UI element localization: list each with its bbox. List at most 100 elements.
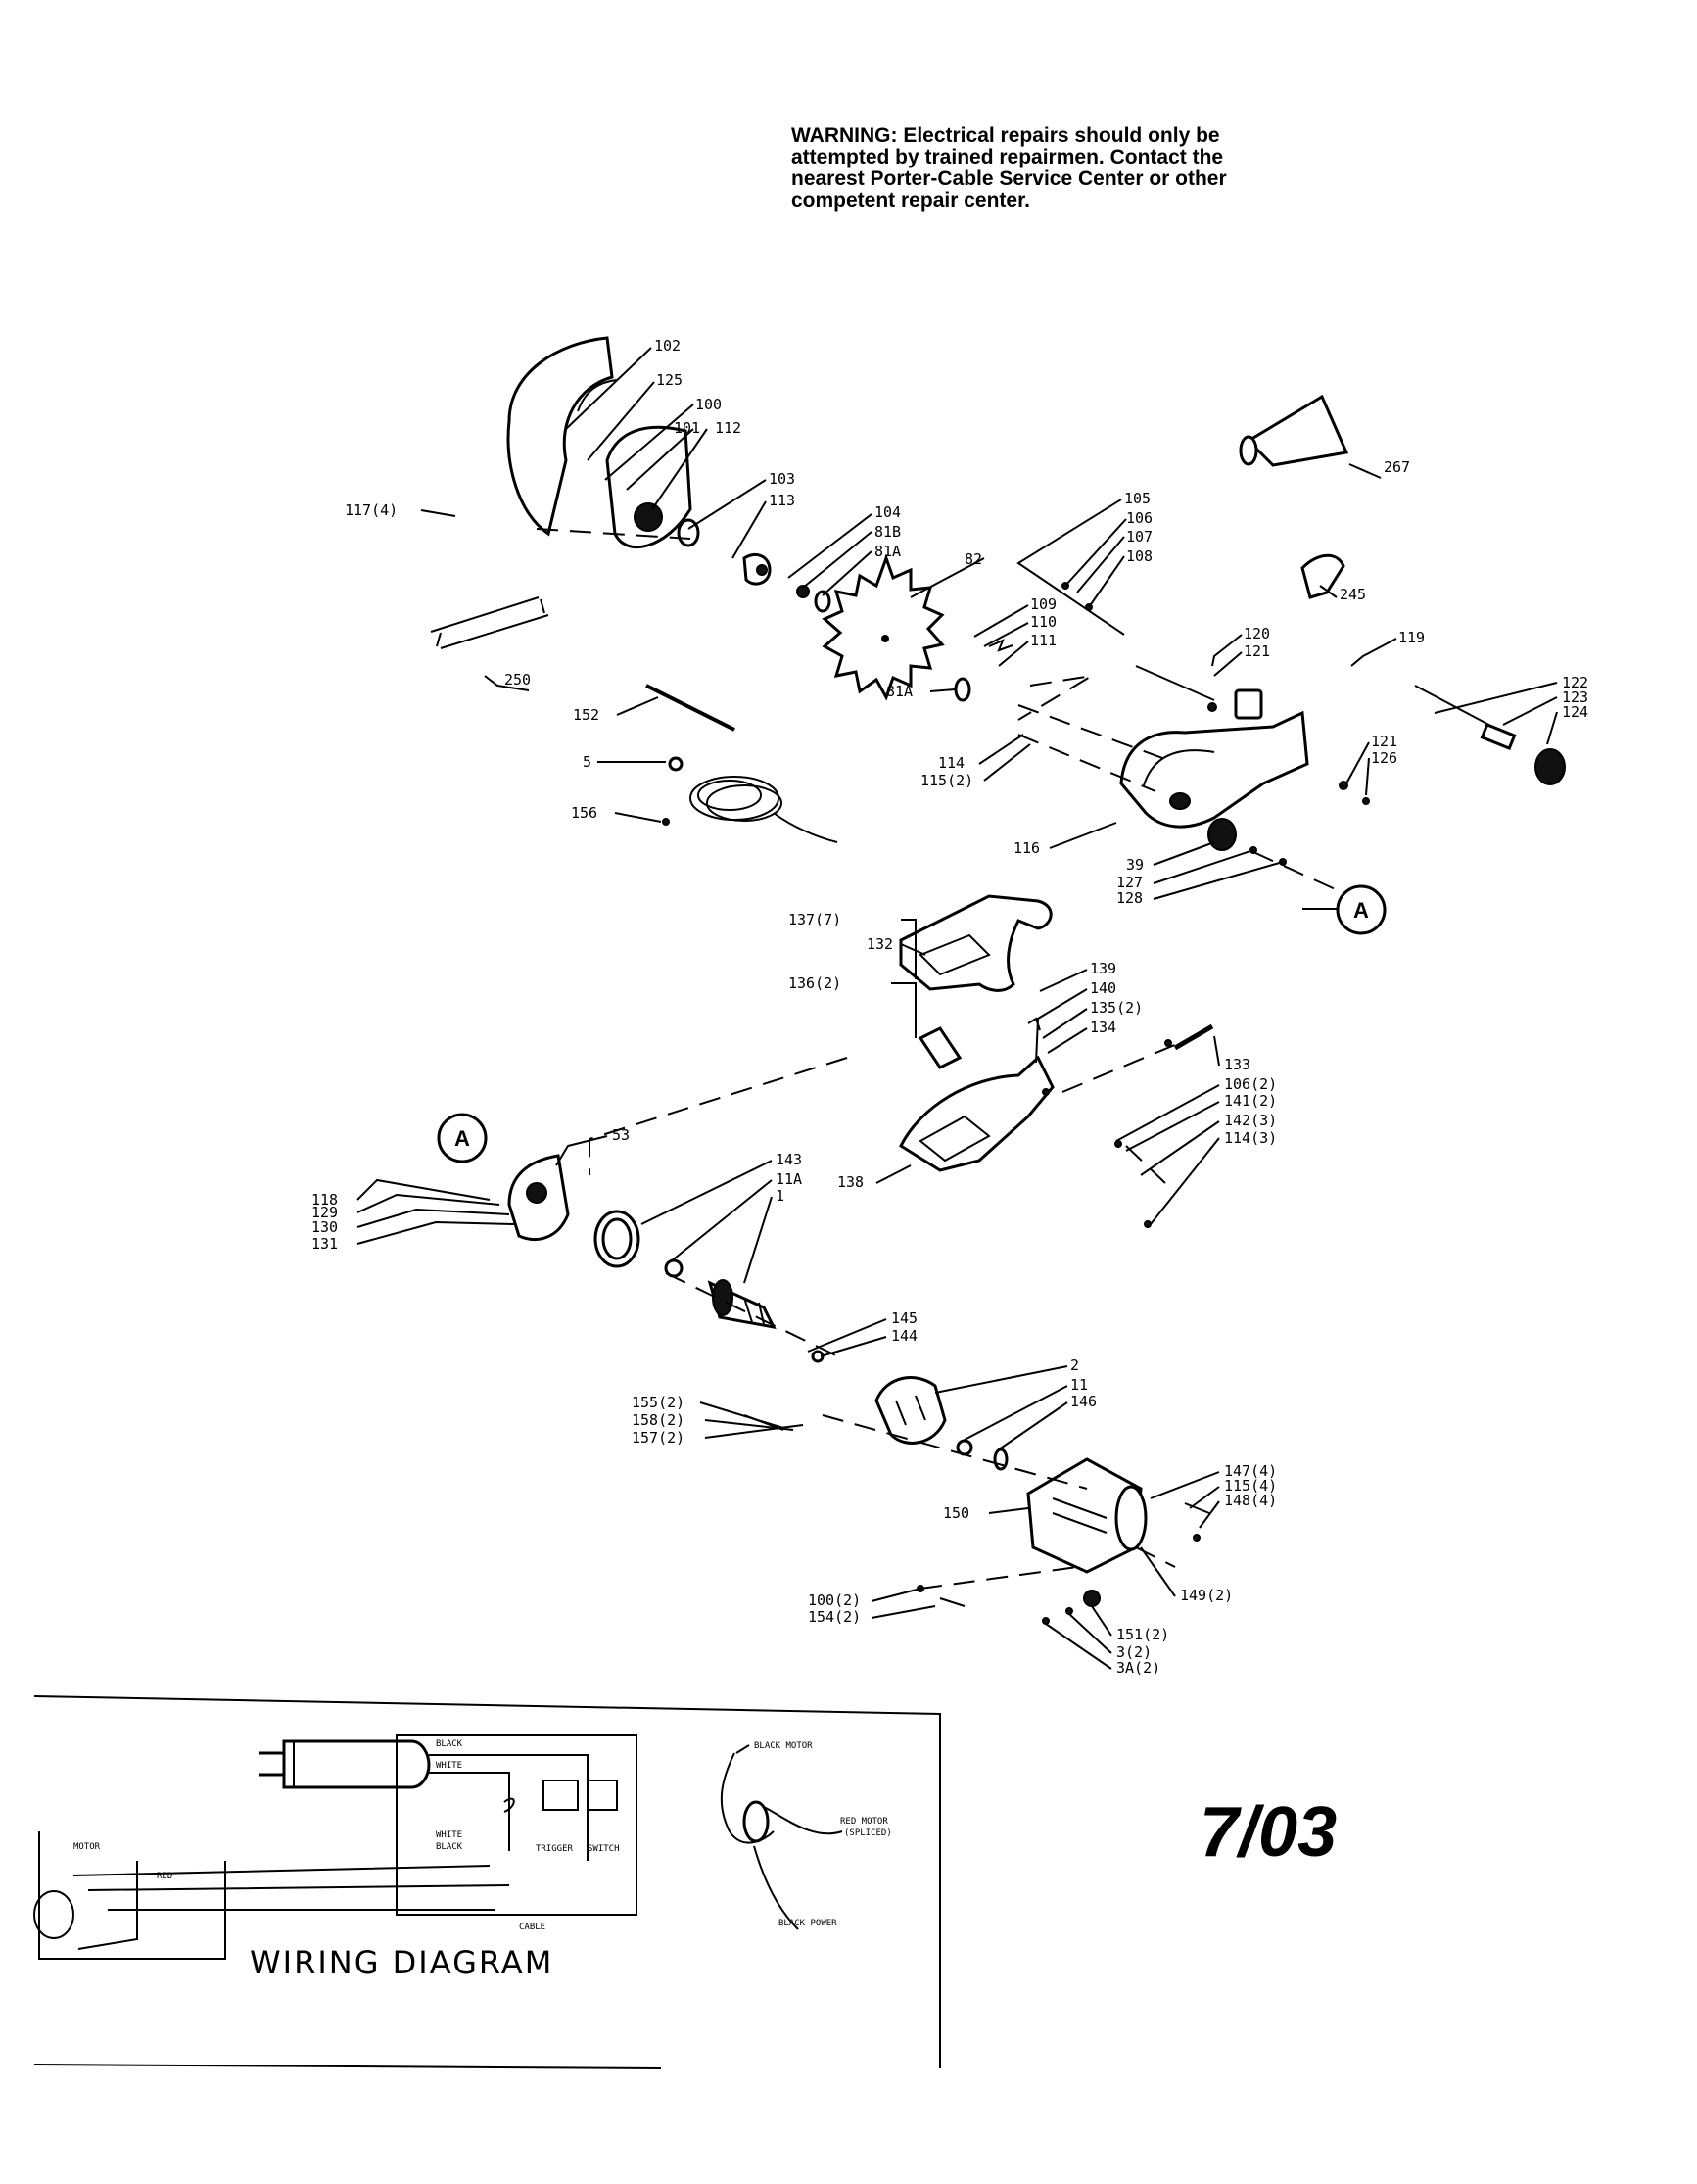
label-141: 141(2) — [1224, 1092, 1277, 1110]
label-118: 118 — [311, 1191, 338, 1209]
label-110: 110 — [1030, 613, 1057, 631]
label-122: 122 — [1562, 674, 1588, 691]
label-144: 144 — [891, 1327, 918, 1345]
label-138: 138 — [837, 1173, 864, 1191]
saw-blade — [822, 553, 945, 701]
label-100: 100 — [695, 396, 722, 413]
label-130: 130 — [311, 1218, 338, 1236]
power-cord — [668, 756, 838, 843]
label-113: 113 — [769, 492, 795, 509]
label-112: 112 — [715, 419, 741, 437]
wire-label-switch: SWITCH — [588, 1844, 620, 1854]
label-81a2: 81A — [886, 683, 913, 700]
label-115b: 115(4) — [1224, 1477, 1277, 1495]
label-126: 126 — [1371, 749, 1397, 767]
label-128: 128 — [1116, 889, 1143, 907]
label-250: 250 — [504, 671, 531, 688]
wire-label-spliced: (SPLICED) — [844, 1828, 892, 1838]
label-11: 11 — [1070, 1376, 1088, 1394]
label-148: 148(4) — [1224, 1492, 1277, 1509]
label-134: 134 — [1090, 1019, 1116, 1036]
label-101: 101 — [674, 419, 700, 437]
label-104: 104 — [874, 503, 901, 521]
label-11a: 11A — [776, 1170, 802, 1188]
label-150: 150 — [943, 1504, 969, 1522]
wire-label-red-motor: RED MOTOR — [840, 1817, 888, 1827]
label-143: 143 — [776, 1151, 802, 1168]
label-105: 105 — [1124, 490, 1151, 507]
label-106b: 106(2) — [1224, 1075, 1277, 1093]
label-114: 114 — [938, 754, 965, 772]
lower-guard-gearbox — [1119, 710, 1309, 829]
label-140: 140 — [1090, 979, 1116, 997]
label-152: 152 — [573, 706, 599, 724]
wire-label-cable: CABLE — [519, 1923, 545, 1932]
label-121: 121 — [1244, 642, 1270, 660]
label-82: 82 — [965, 550, 982, 568]
upper-guard-group — [430, 336, 1566, 902]
wiring-diagram-title: WIRING DIAGRAM — [250, 1944, 553, 1981]
label-2: 2 — [1070, 1356, 1079, 1374]
label-107: 107 — [1126, 528, 1153, 546]
label-108: 108 — [1126, 547, 1153, 565]
svg-text:A: A — [1353, 898, 1369, 923]
wiring-diagram-box: WIRING DIAGRAM BLACK WHITE WHITE BLACK R… — [33, 1695, 941, 2069]
part-labels: 102 125 100 101 112 117(4) 103 113 104 8… — [311, 337, 1588, 1677]
label-124: 124 — [1562, 703, 1588, 721]
wire-label-black-motor: BLACK MOTOR — [754, 1741, 813, 1751]
label-39: 39 — [1126, 856, 1144, 874]
date-code: 7/03 — [1200, 1793, 1337, 1872]
warning-text: WARNING: Electrical repairs should only … — [791, 124, 1227, 212]
label-145: 145 — [891, 1309, 918, 1327]
label-149: 149(2) — [1180, 1587, 1233, 1604]
label-114b: 114(3) — [1224, 1129, 1277, 1147]
label-142: 142(3) — [1224, 1112, 1277, 1129]
label-131: 131 — [311, 1235, 338, 1253]
label-151: 151(2) — [1116, 1626, 1169, 1643]
label-116: 116 — [1013, 839, 1040, 857]
label-103: 103 — [769, 470, 795, 488]
label-121b: 121 — [1371, 733, 1397, 750]
label-115: 115(2) — [920, 772, 973, 789]
handle-top — [899, 894, 1053, 992]
label-120: 120 — [1244, 625, 1270, 642]
label-119: 119 — [1398, 629, 1425, 646]
label-135: 135(2) — [1090, 999, 1143, 1017]
label-123: 123 — [1562, 688, 1588, 706]
svg-text:A: A — [454, 1126, 470, 1151]
upper-blade-guard — [506, 336, 614, 537]
label-158: 158(2) — [632, 1411, 684, 1429]
label-111: 111 — [1030, 632, 1057, 649]
label-154: 154(2) — [808, 1608, 861, 1626]
handle-bottom — [899, 1055, 1055, 1172]
label-125: 125 — [656, 371, 683, 389]
label-139: 139 — [1090, 960, 1116, 977]
label-156: 156 — [571, 804, 597, 822]
callout-a-upper: A — [1336, 884, 1387, 935]
inner-guard-plate — [605, 425, 692, 549]
label-109: 109 — [1030, 595, 1057, 613]
label-81b: 81B — [874, 523, 901, 541]
label-146: 146 — [1070, 1393, 1097, 1410]
label-127: 127 — [1116, 874, 1143, 891]
label-106: 106 — [1126, 509, 1153, 527]
label-3: 3(2) — [1116, 1643, 1152, 1661]
wire-label-black2: BLACK — [436, 1842, 463, 1852]
label-53: 53 — [612, 1126, 630, 1144]
label-5: 5 — [583, 753, 591, 771]
label-155: 155(2) — [632, 1394, 684, 1411]
wire-label-trigger: TRIGGER — [536, 1844, 574, 1854]
wire-label-motor: MOTOR — [73, 1842, 101, 1852]
motor-group — [507, 1154, 1210, 1625]
label-117: 117(4) — [345, 501, 398, 519]
label-132: 132 — [867, 935, 893, 953]
label-245: 245 — [1340, 586, 1366, 603]
label-136: 136(2) — [788, 974, 841, 992]
label-267: 267 — [1384, 458, 1410, 476]
wire-label-red: RED — [157, 1872, 172, 1881]
stator-field — [874, 1376, 947, 1445]
label-3a: 3A(2) — [1116, 1659, 1160, 1677]
label-102: 102 — [654, 337, 681, 355]
label-100b: 100(2) — [808, 1591, 861, 1609]
